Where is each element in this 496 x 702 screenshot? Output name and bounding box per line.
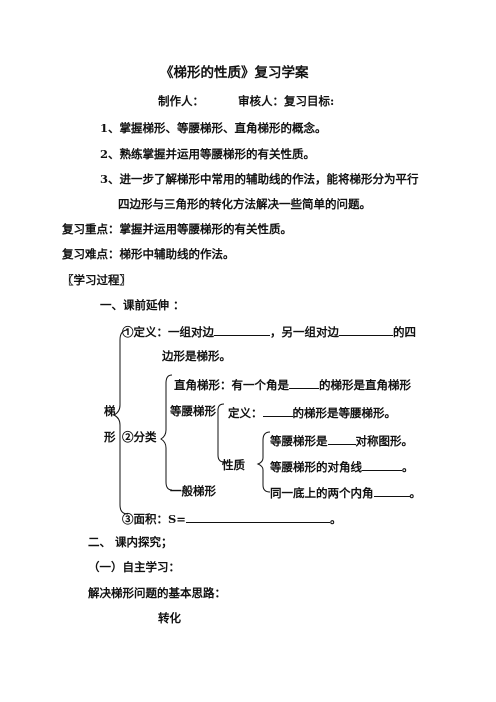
prop2-blank[interactable] (362, 458, 402, 471)
difficult-point: 复习难点：梯形中辅助线的作法。 (62, 247, 235, 261)
area-line: ③面积：S= 。 (122, 510, 341, 527)
definition-line-2: 边形是梯形。 (162, 349, 231, 363)
classify-label: ②分类 (122, 430, 157, 444)
subsection-1-heading: （一）自主学习： (88, 560, 180, 574)
transform-text: 转化 (158, 611, 181, 625)
prop2-text-b: 。 (402, 460, 414, 474)
definition-blank-1[interactable] (214, 323, 270, 336)
iso-def-text-a: 定义： (228, 406, 263, 420)
objective-1: 1、掌握梯形、等腰梯形、直角梯形的概念。 (100, 121, 327, 135)
general-trapezoid: 一般梯形 (170, 484, 216, 498)
iso-def-text-b: 的梯形是等腰梯形。 (292, 406, 397, 420)
root-label-1: 梯 (104, 404, 116, 418)
right-angle-blank[interactable] (289, 376, 319, 389)
isosceles-brace-lower (217, 413, 225, 463)
process-heading: 〖学习过程〗 (62, 273, 131, 287)
property-1: 等腰梯形是 对称图形。 (270, 432, 413, 449)
area-blank[interactable] (185, 510, 330, 523)
prop2-text-a: 等腰梯形的对角线 (270, 460, 362, 474)
reviewer-label: 审核人：复习目标: (238, 94, 335, 108)
iso-def-blank[interactable] (262, 404, 293, 417)
page-title: 《梯形的性质》复习学案 (160, 65, 309, 81)
right-trapezoid-text-b: 的梯形是直角梯形 (319, 378, 411, 392)
property-2: 等腰梯形的对角线 。 (270, 458, 414, 475)
prop3-text-b: 。 (409, 486, 422, 500)
property-brace (256, 431, 271, 493)
isosceles-brace (217, 403, 225, 413)
prop1-text-a: 等腰梯形是 (270, 434, 328, 448)
root-label-2: 形 (104, 430, 116, 444)
definition-line: ①定义：一组对边 ，另一组对边 的四 (122, 323, 416, 340)
author-label: 制作人： (158, 94, 204, 108)
definition-blank-2[interactable] (339, 323, 393, 336)
right-trapezoid-line: 直角梯形：有一个角是 的梯形是直角梯形 (174, 376, 411, 393)
prop3-text-a: 同一底上的两个内角 (270, 486, 374, 500)
prop1-blank[interactable] (327, 432, 356, 445)
isosceles-label: 等腰梯形 (170, 404, 216, 418)
objective-3-cont: 四边形与三角形的转化方法解决一些简单的问题。 (118, 197, 371, 211)
area-text-a: ③面积：S= (122, 512, 186, 526)
classify-brace (160, 374, 173, 491)
key-point: 复习重点：掌握并运用等腰梯形的有关性质。 (62, 222, 292, 236)
section-1-heading: 一、课前延伸 ： (100, 298, 185, 312)
area-text-b: 。 (329, 512, 342, 526)
prop3-blank[interactable] (373, 484, 410, 497)
definition-text-a: ①定义：一组对边 (122, 325, 214, 339)
isosceles-definition: 定义： 的梯形是等腰梯形。 (228, 404, 396, 421)
definition-text-b: ，另一组对边 (270, 325, 339, 339)
property-3: 同一底上的两个内角 。 (270, 484, 421, 501)
objective-2: 2、熟练掌握并运用等腰梯形的有关性质。 (100, 147, 315, 161)
right-trapezoid-text-a: 直角梯形：有一个角是 (174, 378, 289, 392)
definition-text-c: 的四 (393, 325, 416, 339)
approach-text: 解决梯形问题的基本思路： (88, 586, 226, 600)
property-label: 性质 (222, 458, 245, 472)
main-brace (112, 329, 129, 515)
section-2-heading: 二、 课内探究； (88, 535, 173, 549)
prop1-text-b: 对称图形。 (355, 434, 414, 448)
objective-3: 3、进一步了解梯形中常用的辅助线的作法，能将梯形分为平行 (100, 172, 419, 186)
